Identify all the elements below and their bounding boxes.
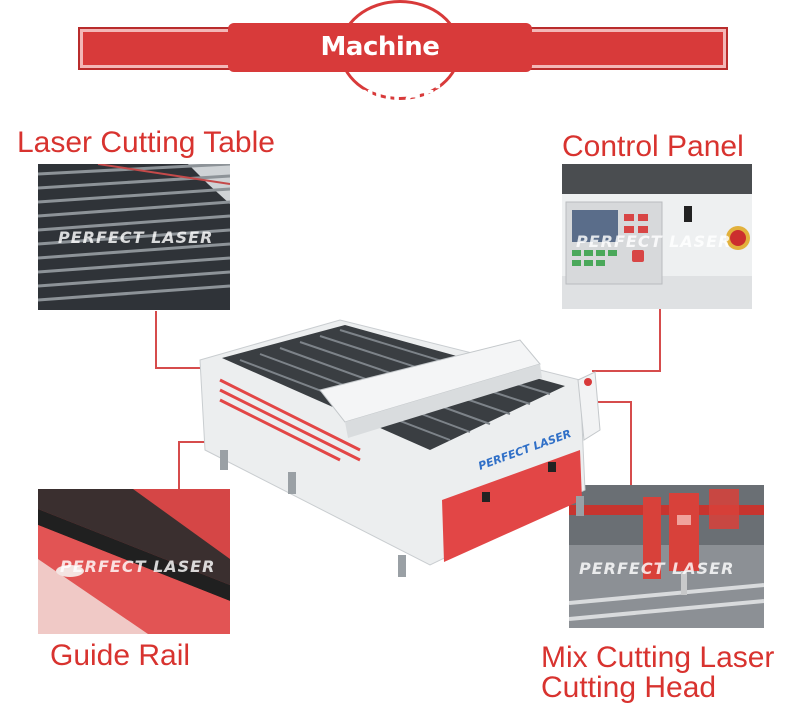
label-cutting-head-line1: Mix Cutting Laser bbox=[541, 641, 775, 674]
label-laser-cutting-table: Laser Cutting Table bbox=[17, 126, 275, 159]
label-guide-rail: Guide Rail bbox=[50, 639, 191, 672]
watermark: PERFECT LASER bbox=[60, 557, 216, 576]
laser-cutting-machine: PERFECT LASER bbox=[180, 300, 610, 590]
connector-head-vertical bbox=[630, 401, 632, 485]
laser-machine-image: PERFECT LASER bbox=[199, 319, 601, 577]
connector-rail-vertical bbox=[178, 441, 180, 489]
connector-panel-horizontal bbox=[592, 370, 661, 372]
watermark: PERFECT LASER bbox=[579, 559, 735, 578]
photo-control-panel: PERFECT LASER bbox=[562, 164, 752, 309]
connector-panel-vertical bbox=[659, 309, 661, 372]
photo-cutting-head: PERFECT LASER bbox=[569, 485, 764, 628]
connector-table-vertical bbox=[155, 311, 157, 369]
guide-rail-image bbox=[38, 489, 230, 634]
watermark: PERFECT LASER bbox=[58, 228, 214, 247]
label-control-panel: Control Panel bbox=[562, 130, 744, 163]
label-cutting-head-line2: Cutting Head bbox=[541, 671, 717, 704]
page-title: Machine Configuration bbox=[282, 32, 478, 111]
cutting-head-image bbox=[569, 485, 764, 628]
photo-laser-cutting-table: PERFECT LASER bbox=[38, 164, 230, 310]
control-panel-image bbox=[562, 164, 752, 309]
banner-title-box bbox=[228, 23, 532, 72]
watermark: PERFECT LASER bbox=[576, 232, 732, 251]
photo-guide-rail: PERFECT LASER bbox=[38, 489, 230, 634]
cutting-table-slats-image bbox=[38, 164, 230, 310]
